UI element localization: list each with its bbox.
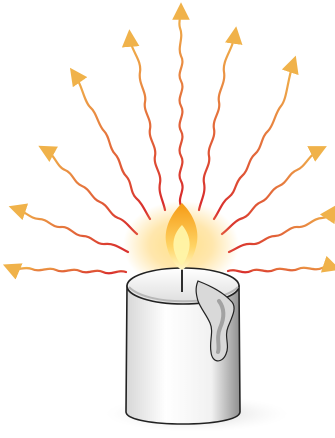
radiation-ray-left-1 xyxy=(11,268,126,273)
radiation-ray-left-4 xyxy=(75,75,150,219)
radiation-ray-right-3 xyxy=(222,150,319,234)
radiation-ray-right-5 xyxy=(199,35,235,210)
radiation-ray-left-3 xyxy=(46,150,137,234)
radiation-ray-right-1 xyxy=(228,266,332,272)
radiation-ray-right-4 xyxy=(214,64,293,219)
radiation-ray-left-5 xyxy=(130,38,165,210)
radiation-ray-left-2 xyxy=(17,209,128,252)
radiation-ray-center xyxy=(179,11,182,206)
